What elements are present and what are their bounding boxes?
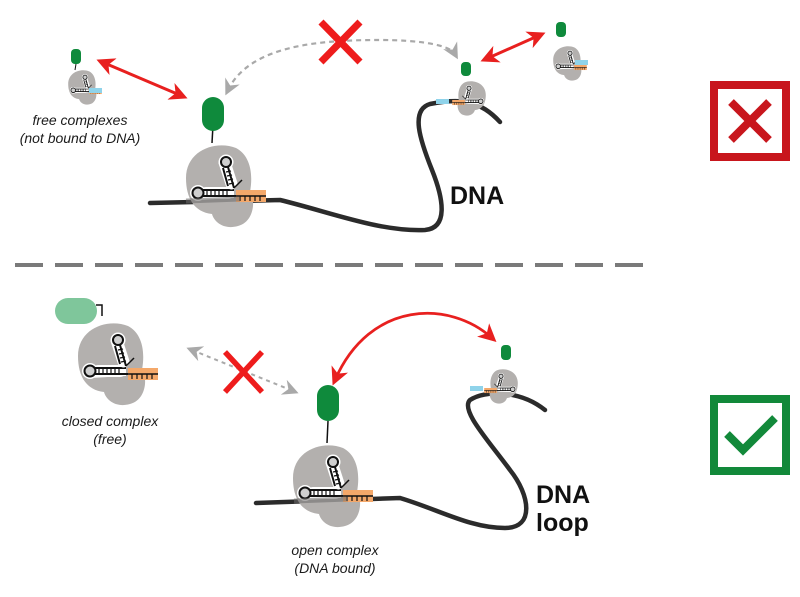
cross-icon: [318, 19, 363, 65]
interaction-arrow: [480, 31, 546, 63]
top-panel: [67, 19, 588, 233]
effector-domain: [461, 62, 471, 76]
free-complexes-label: free complexes (not bound to DNA): [19, 112, 141, 146]
effector-domain: [317, 385, 339, 421]
dna-loop-strand: [253, 391, 548, 531]
bound-complex: [185, 144, 267, 229]
closed-complex-label: closed complex (free): [61, 413, 159, 447]
dna-label: DNA: [450, 182, 505, 210]
effector-domain: [202, 97, 224, 131]
check-box-icon: [710, 395, 790, 475]
blocked-interaction-arrow: [225, 38, 458, 96]
dna-bound-distal-complex: [483, 368, 519, 404]
closed-complex: [77, 322, 159, 407]
bottom-panel: [55, 298, 548, 531]
interaction-arrow: [331, 311, 497, 386]
blocked-interaction-arrow: [186, 346, 299, 395]
open-complex-label: open complex (DNA bound): [291, 542, 379, 576]
effector-domain: [71, 49, 81, 64]
dna-bound-distal-complex: [451, 80, 487, 116]
open-complex: [292, 444, 374, 529]
interaction-arrow: [96, 58, 188, 100]
dna-loop-label: DNA loop: [536, 481, 591, 537]
effector-domain: [501, 345, 511, 360]
effector-domain: [556, 22, 566, 37]
free-complex-left: [67, 69, 103, 105]
effector-domain-closed: [55, 298, 97, 324]
cross-icon: [222, 350, 265, 394]
cross-box-icon: [710, 81, 790, 161]
